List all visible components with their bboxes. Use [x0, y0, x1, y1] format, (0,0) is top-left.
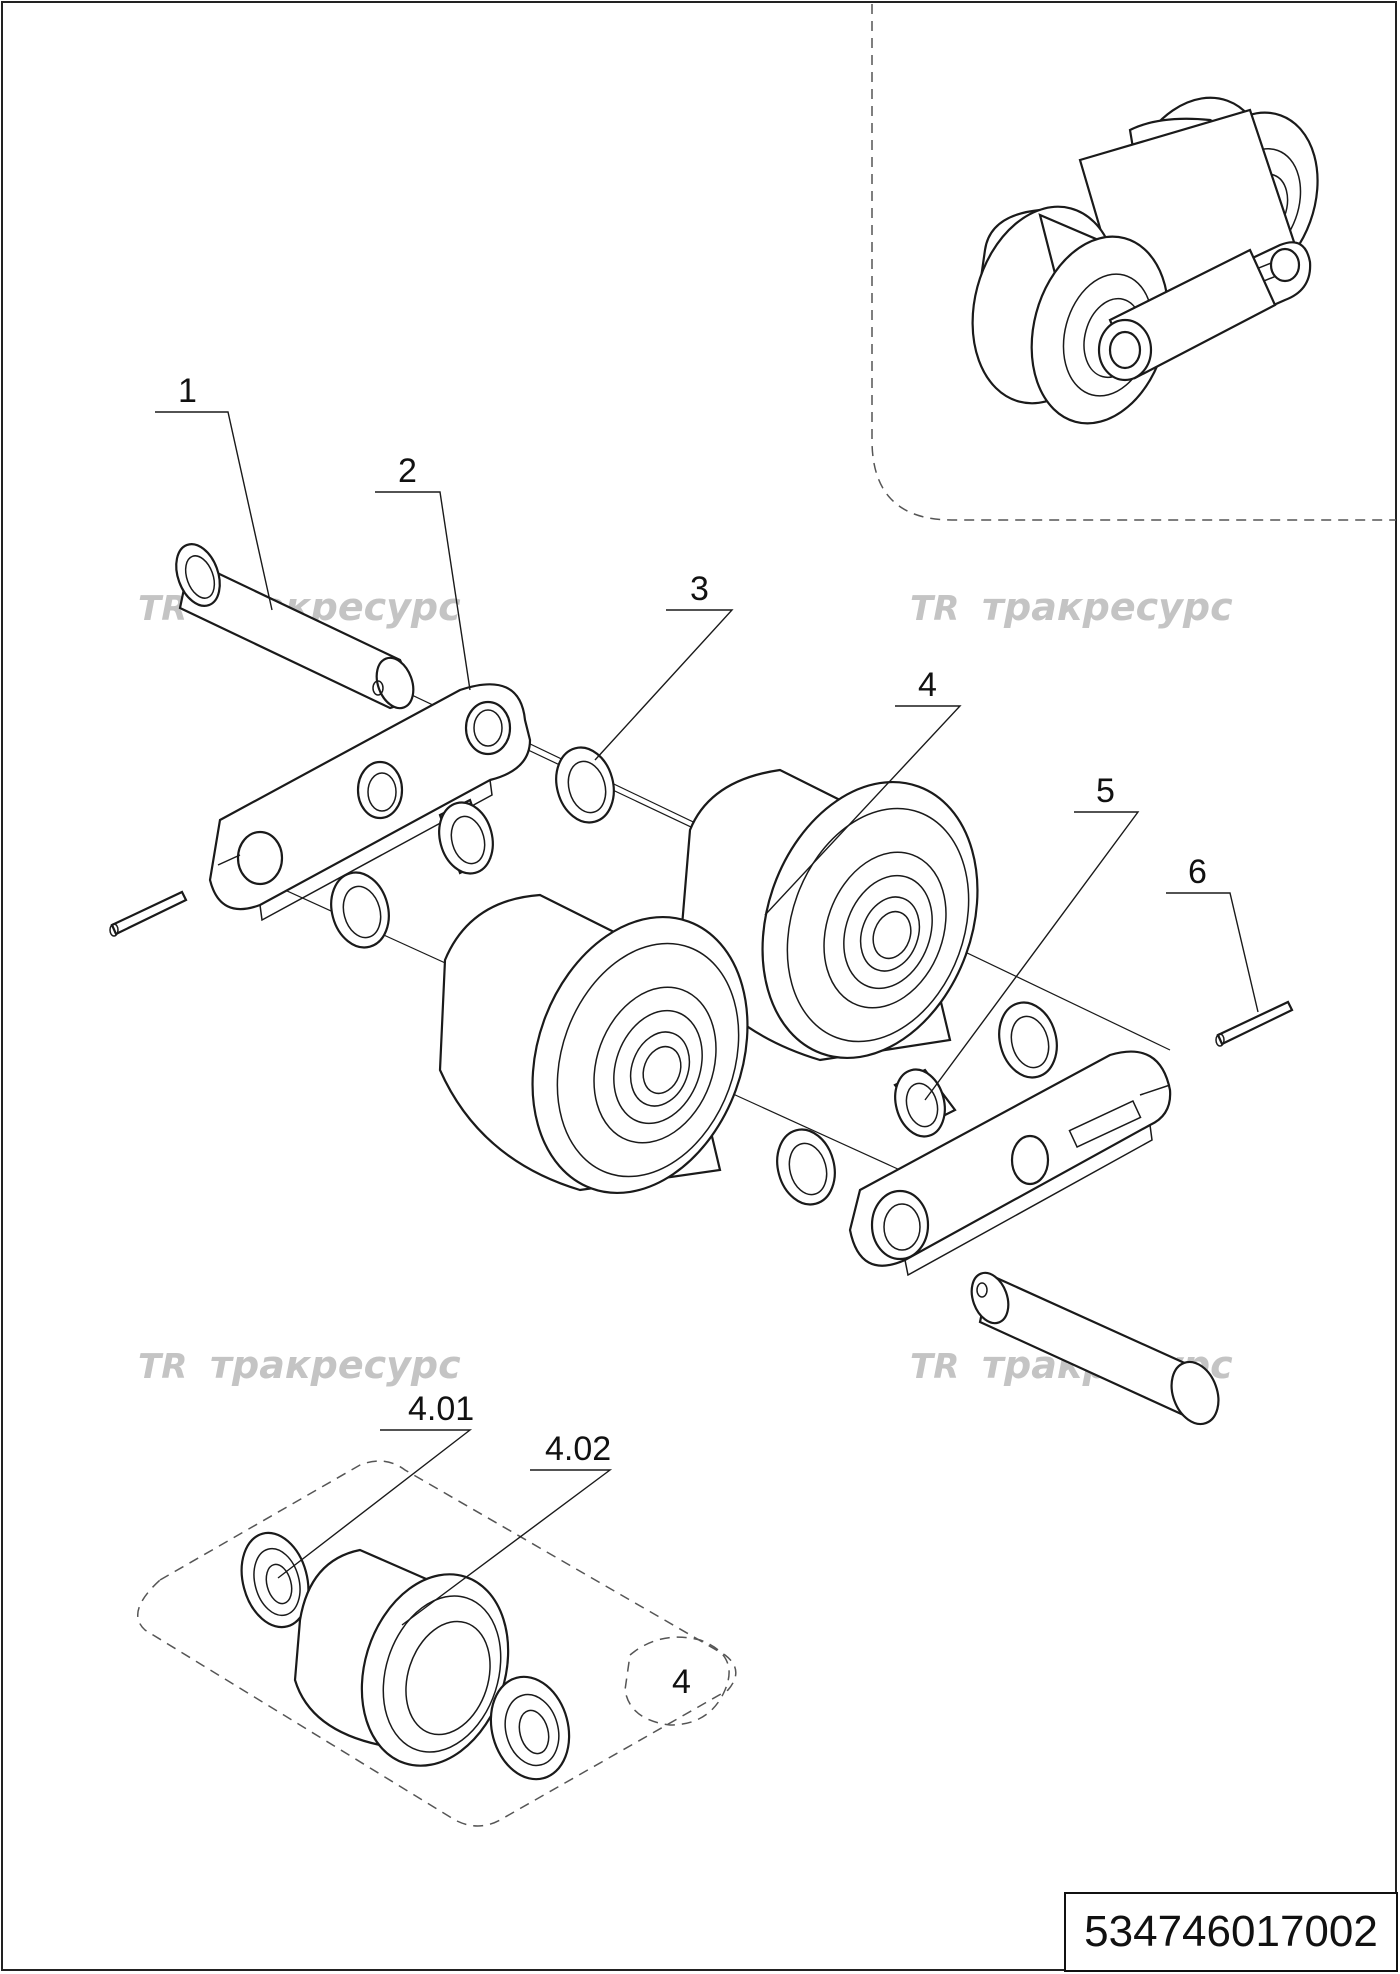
assembled-view-inset	[871, 4, 1396, 521]
callout-2: 2	[398, 452, 417, 490]
part-1-pin	[175, 543, 415, 710]
svg-text:ТR: ТR	[910, 1347, 959, 1387]
part-1-pin-right	[970, 1271, 1220, 1426]
washer-right-bottom	[776, 1128, 836, 1206]
part-6-split-pin-right	[1215, 1000, 1294, 1047]
callout-3: 3	[690, 570, 709, 608]
part-5-bushing	[893, 1068, 957, 1138]
leader-lines	[155, 411, 1259, 1626]
callout-5: 5	[1096, 772, 1115, 810]
washer-left-top	[555, 746, 615, 824]
callout-group-4: 4	[672, 1663, 691, 1701]
part-6-split-pin-left	[109, 890, 188, 937]
svg-text:ТR: ТR	[138, 589, 187, 629]
right-link-plate	[848, 1050, 1172, 1277]
part-4-roller-front	[438, 893, 749, 1195]
washer-left-bottom	[330, 871, 390, 949]
washer-right-top	[998, 1001, 1058, 1079]
callout-4-01: 4.01	[408, 1390, 474, 1428]
svg-text:тракресурс: тракресурс	[982, 585, 1233, 629]
part-number-box: 534746017002	[1064, 1892, 1398, 1972]
part-4-roller-back	[678, 768, 979, 1062]
callout-6: 6	[1188, 853, 1207, 891]
callout-4: 4	[918, 666, 937, 704]
callout-4-02: 4.02	[545, 1430, 611, 1468]
bushing-left	[438, 798, 494, 875]
svg-text:ТR: ТR	[138, 1347, 187, 1387]
watermark-3: ТR тракресурс	[138, 1343, 461, 1387]
watermark-2: ТR тракресурс	[910, 585, 1233, 629]
part-2-link-plate	[208, 683, 532, 922]
svg-text:тракресурс: тракресурс	[210, 1343, 461, 1387]
svg-text:ТR: ТR	[910, 589, 959, 629]
part-number: 534746017002	[1084, 1907, 1378, 1956]
callout-1: 1	[178, 372, 197, 410]
subassembly-4	[137, 1460, 737, 1827]
